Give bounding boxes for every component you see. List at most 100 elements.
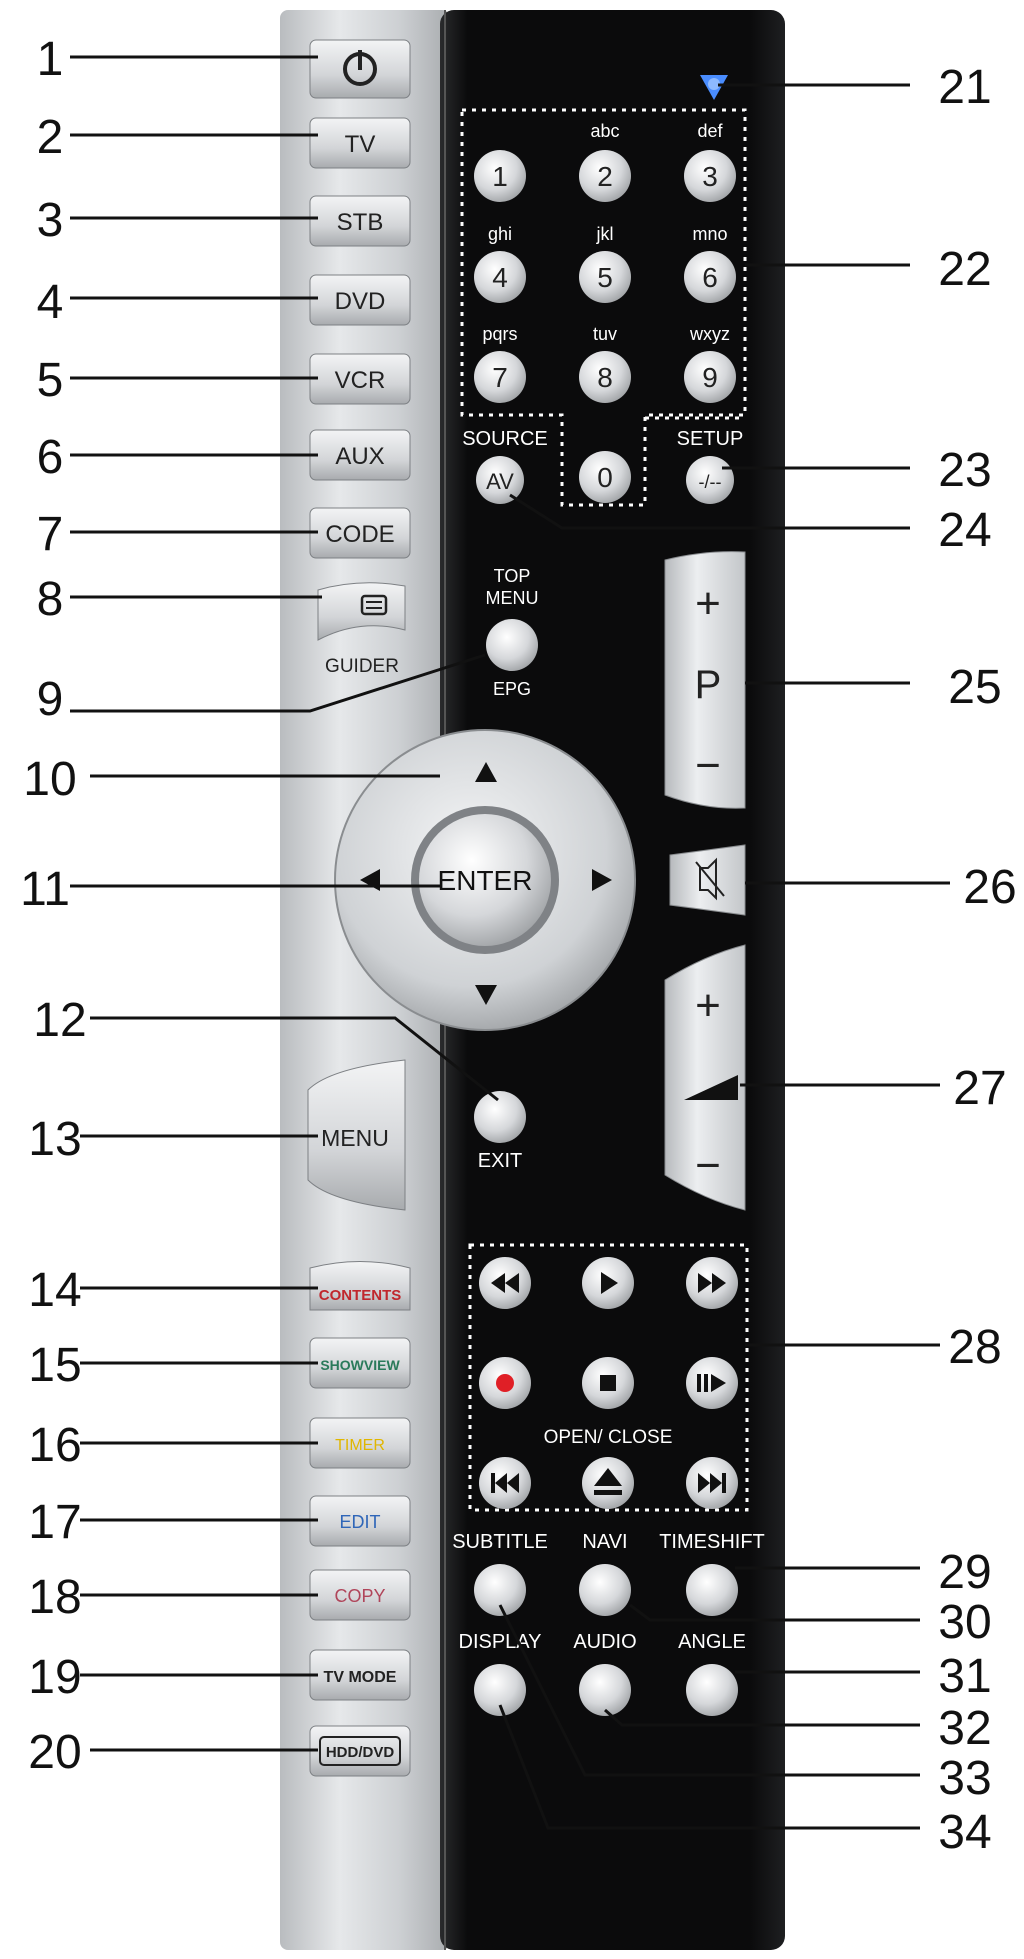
previous-button[interactable] bbox=[479, 1457, 531, 1509]
callout-14: 14 bbox=[28, 1264, 81, 1317]
callout-6: 6 bbox=[37, 431, 64, 484]
key-letters-9: wxyz bbox=[689, 324, 730, 344]
mute-icon bbox=[695, 857, 725, 901]
dash-button[interactable]: -/-- bbox=[686, 456, 734, 504]
source-label: SOURCE bbox=[462, 428, 548, 450]
display-label: DISPLAY bbox=[459, 1631, 542, 1653]
fast-forward-button[interactable] bbox=[686, 1257, 738, 1309]
key-6[interactable]: 6 bbox=[684, 251, 736, 303]
program-rocker[interactable]: + P − bbox=[664, 551, 746, 809]
open-close-label: OPEN/ CLOSE bbox=[544, 1427, 673, 1448]
display-button[interactable] bbox=[474, 1664, 526, 1716]
callout-31: 31 bbox=[938, 1650, 991, 1703]
enter-button[interactable]: ENTER bbox=[411, 806, 559, 954]
timeshift-label: TIMESHIFT bbox=[659, 1531, 765, 1553]
hdd-dvd-button[interactable]: HDD/DVD bbox=[309, 1725, 411, 1777]
epg-label: EPG bbox=[493, 679, 531, 699]
key-5[interactable]: 5 bbox=[579, 251, 631, 303]
callout-numbers-right: 21 22 23 24 25 26 27 28 29 30 31 32 33 3… bbox=[938, 61, 1016, 1859]
audio-label: AUDIO bbox=[573, 1631, 636, 1653]
stop-button[interactable] bbox=[582, 1357, 634, 1409]
angle-button[interactable] bbox=[686, 1664, 738, 1716]
callout-2: 2 bbox=[37, 111, 64, 164]
navi-label: NAVI bbox=[582, 1531, 627, 1553]
key-3[interactable]: 3 bbox=[684, 150, 736, 202]
callout-30: 30 bbox=[938, 1596, 991, 1649]
menu-button[interactable]: MENU bbox=[307, 1059, 406, 1211]
teletext-button[interactable] bbox=[317, 582, 406, 641]
av-button[interactable]: AV bbox=[476, 456, 524, 504]
key-4-label: 4 bbox=[492, 262, 508, 293]
callout-16: 16 bbox=[28, 1419, 81, 1472]
callout-26: 26 bbox=[963, 861, 1016, 914]
epg-button[interactable] bbox=[486, 619, 538, 671]
timeshift-button[interactable] bbox=[686, 1564, 738, 1616]
tv-mode-button[interactable]: TV MODE bbox=[309, 1649, 411, 1701]
angle-label: ANGLE bbox=[678, 1631, 746, 1653]
power-button[interactable] bbox=[309, 39, 411, 99]
keypad: abc def 1 2 3 ghi jkl mno 4 5 6 pqrs tuv… bbox=[474, 121, 736, 503]
callout-3: 3 bbox=[37, 194, 64, 247]
volume-rocker[interactable]: + − bbox=[664, 944, 746, 1211]
dvd-button[interactable]: DVD bbox=[309, 274, 411, 326]
contents-button[interactable]: CONTENTS bbox=[309, 1261, 411, 1311]
callout-lines-right bbox=[498, 83, 950, 1830]
key-4[interactable]: 4 bbox=[474, 251, 526, 303]
showview-button[interactable]: SHOWVIEW bbox=[309, 1337, 411, 1389]
navi-button[interactable] bbox=[579, 1564, 631, 1616]
key-5-label: 5 bbox=[597, 262, 613, 293]
callout-12: 12 bbox=[33, 994, 86, 1047]
key-8[interactable]: 8 bbox=[579, 351, 631, 403]
callout-23: 23 bbox=[938, 444, 991, 497]
play-button[interactable] bbox=[582, 1257, 634, 1309]
next-icon bbox=[698, 1473, 726, 1493]
key-1-label: 1 bbox=[492, 161, 508, 192]
timer-button[interactable]: TIMER bbox=[309, 1417, 411, 1469]
code-button[interactable]: CODE bbox=[309, 507, 411, 559]
copy-button[interactable]: COPY bbox=[309, 1569, 411, 1621]
edit-button-label: EDIT bbox=[339, 1512, 380, 1532]
volume-down-label: − bbox=[695, 1141, 721, 1190]
callout-25: 25 bbox=[948, 661, 1001, 714]
key-letters-5: jkl bbox=[596, 224, 614, 244]
edit-button[interactable]: EDIT bbox=[309, 1495, 411, 1547]
rewind-button[interactable] bbox=[479, 1257, 531, 1309]
record-icon bbox=[496, 1374, 514, 1392]
callout-11: 11 bbox=[20, 863, 70, 916]
callout-4: 4 bbox=[37, 276, 64, 329]
pause-step-button[interactable] bbox=[686, 1357, 738, 1409]
tv-button[interactable]: TV bbox=[309, 117, 411, 169]
callout-20: 20 bbox=[28, 1726, 81, 1779]
record-button[interactable] bbox=[479, 1357, 531, 1409]
audio-button[interactable] bbox=[579, 1664, 631, 1716]
exit-button[interactable] bbox=[474, 1091, 526, 1143]
arrow-up-icon bbox=[475, 762, 497, 782]
key-letters-3: def bbox=[697, 121, 723, 141]
mute-button[interactable] bbox=[669, 844, 746, 916]
callout-numbers-left: 1 2 3 4 5 6 7 8 9 10 11 12 13 14 15 16 1… bbox=[20, 33, 87, 1779]
subtitle-button[interactable] bbox=[474, 1564, 526, 1616]
dvd-button-label: DVD bbox=[335, 288, 386, 315]
enter-button-label: ENTER bbox=[438, 865, 533, 896]
rewind-icon bbox=[491, 1273, 519, 1293]
key-letters-6: mno bbox=[692, 224, 727, 244]
key-0[interactable]: 0 bbox=[579, 451, 631, 503]
vcr-button[interactable]: VCR bbox=[309, 353, 411, 405]
key-9[interactable]: 9 bbox=[684, 351, 736, 403]
stb-button[interactable]: STB bbox=[309, 195, 411, 247]
arrow-down-icon bbox=[475, 985, 497, 1005]
key-letters-8: tuv bbox=[593, 324, 617, 344]
callout-19: 19 bbox=[28, 1651, 81, 1704]
key-7[interactable]: 7 bbox=[474, 351, 526, 403]
key-1[interactable]: 1 bbox=[474, 150, 526, 202]
guider-label: GUIDER bbox=[325, 656, 399, 677]
program-up-label: + bbox=[695, 579, 721, 628]
stb-button-label: STB bbox=[337, 209, 384, 236]
aux-button[interactable]: AUX bbox=[309, 429, 411, 481]
eject-button[interactable] bbox=[582, 1457, 634, 1509]
key-9-label: 9 bbox=[702, 362, 718, 393]
callout-5: 5 bbox=[37, 354, 64, 407]
next-button[interactable] bbox=[686, 1457, 738, 1509]
fast-forward-icon bbox=[698, 1273, 726, 1293]
key-2[interactable]: 2 bbox=[579, 150, 631, 202]
